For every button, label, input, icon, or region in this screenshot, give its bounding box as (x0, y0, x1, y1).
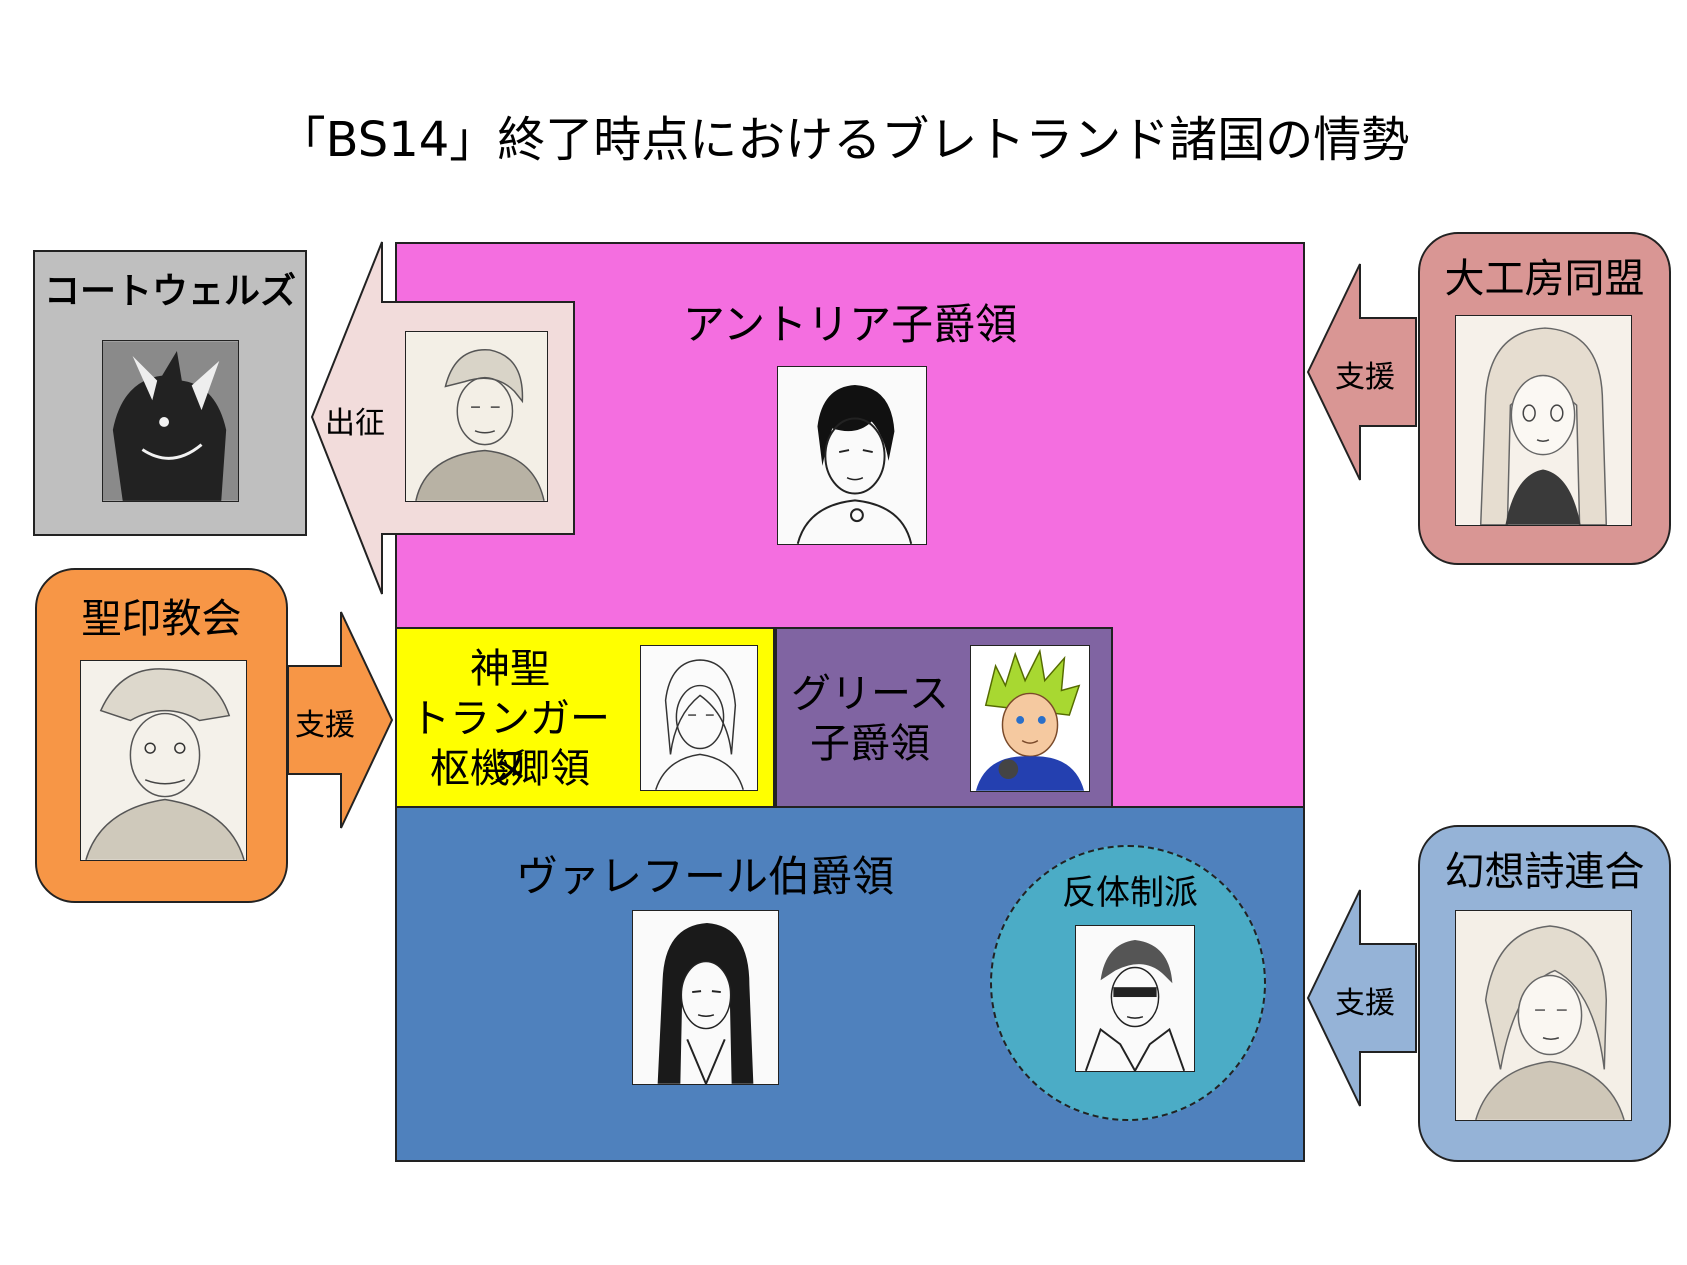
church-support-arrow-label: 支援 (295, 708, 355, 743)
guild-support-arrow (1306, 263, 1417, 481)
region-trangane-label-3: 枢機卿領 (430, 746, 590, 792)
rebel-faction-label: 反体制派 (1062, 873, 1198, 913)
region-valfur-label: ヴァレフール伯爵領 (515, 852, 894, 901)
page-title: 「BS14」終了時点におけるブレトランド諸国の情勢 (277, 112, 1410, 168)
faction-fantasy-label: 幻想詩連合 (1444, 849, 1645, 895)
region-grease-label-2: 子爵領 (810, 721, 930, 767)
portrait-grease-lord (970, 645, 1090, 792)
faction-cortwells-label: コートウェルズ (43, 271, 296, 312)
portrait-fantasy-leader (1455, 910, 1632, 1121)
faction-church-label: 聖印教会 (81, 596, 242, 642)
portrait-church-leader (80, 660, 247, 861)
region-antoria-label: アントリア子爵領 (682, 300, 1018, 349)
portrait-guild-leader (1455, 315, 1632, 526)
portrait-trangane-lord (640, 645, 758, 791)
region-trangane-label-2: トランガーヌ (410, 696, 610, 790)
portrait-expedition-commander (405, 331, 548, 502)
fantasy-support-arrow-label: 支援 (1335, 986, 1395, 1021)
portrait-cortwells-dragon (102, 340, 239, 502)
expedition-arrow-label: 出征 (325, 406, 385, 441)
portrait-valfur-lord (632, 910, 779, 1085)
region-trangane-label-1: 神聖 (470, 646, 550, 692)
region-grease-label-1: グリース (791, 671, 949, 717)
guild-support-arrow-label: 支援 (1335, 360, 1395, 395)
portrait-rebel-leader (1075, 925, 1195, 1072)
faction-guild-label: 大工房同盟 (1444, 256, 1645, 302)
church-support-arrow (287, 611, 394, 829)
fantasy-support-arrow (1306, 889, 1417, 1107)
portrait-antoria-lord (777, 366, 927, 545)
